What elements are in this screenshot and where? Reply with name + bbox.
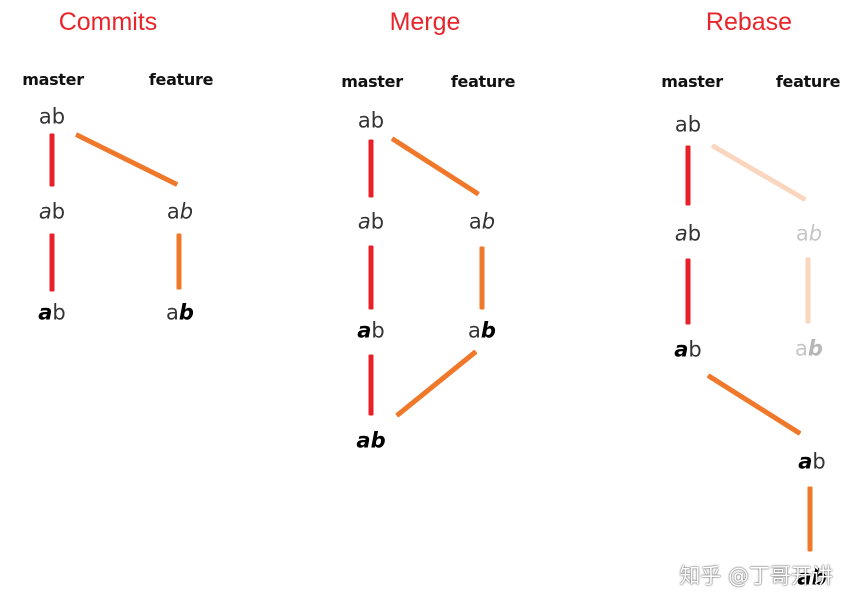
branch-label-feature: feature: [775, 72, 841, 91]
commit-edge: [49, 133, 55, 186]
commit-edge: [368, 245, 374, 309]
branch-label-master: master: [341, 72, 403, 91]
commit-node: ab: [468, 209, 496, 234]
commit-node: ab: [674, 221, 702, 246]
watermark: 知乎 @丁哥开讲: [679, 564, 833, 588]
commit-node: ab: [38, 300, 66, 325]
commit-node: ab: [166, 199, 194, 224]
branch-label-feature: feature: [450, 72, 516, 91]
commit-edge: [685, 145, 691, 205]
commit-edge: [805, 257, 811, 323]
commit-edge: [395, 349, 478, 417]
commit-node: ab: [166, 300, 194, 325]
commit-edge: [368, 139, 374, 197]
commit-edge: [49, 233, 55, 291]
commit-node: ab: [38, 104, 66, 129]
commit-edge: [706, 372, 802, 436]
panel-title-commits: Commits: [58, 8, 158, 36]
panel-title-rebase: Rebase: [705, 8, 793, 36]
commit-edge: [685, 258, 691, 324]
commit-edge: [390, 135, 481, 197]
commit-node: ab: [357, 318, 385, 343]
commit-edge: [807, 486, 813, 551]
panel-title-merge: Merge: [389, 8, 461, 36]
commit-node: ab: [674, 112, 702, 137]
commit-node: ab: [797, 565, 827, 590]
commit-edge: [479, 246, 485, 309]
branch-label-feature: feature: [148, 70, 214, 89]
commit-edge: [176, 233, 182, 289]
commit-node: ab: [356, 428, 386, 453]
commit-edge: [710, 142, 807, 202]
commit-node: ab: [798, 449, 826, 474]
commit-node: ab: [38, 199, 66, 224]
commit-node: ab: [357, 108, 385, 133]
commit-node: ab: [357, 209, 385, 234]
commit-edge: [368, 354, 374, 415]
branch-label-master: master: [661, 72, 723, 91]
commit-node: ab: [674, 337, 702, 362]
commit-node: ab: [468, 318, 496, 343]
branch-label-master: master: [22, 70, 84, 89]
commit-edge: [74, 131, 179, 187]
commit-node: ab: [795, 336, 823, 361]
commit-node: ab: [795, 221, 823, 246]
